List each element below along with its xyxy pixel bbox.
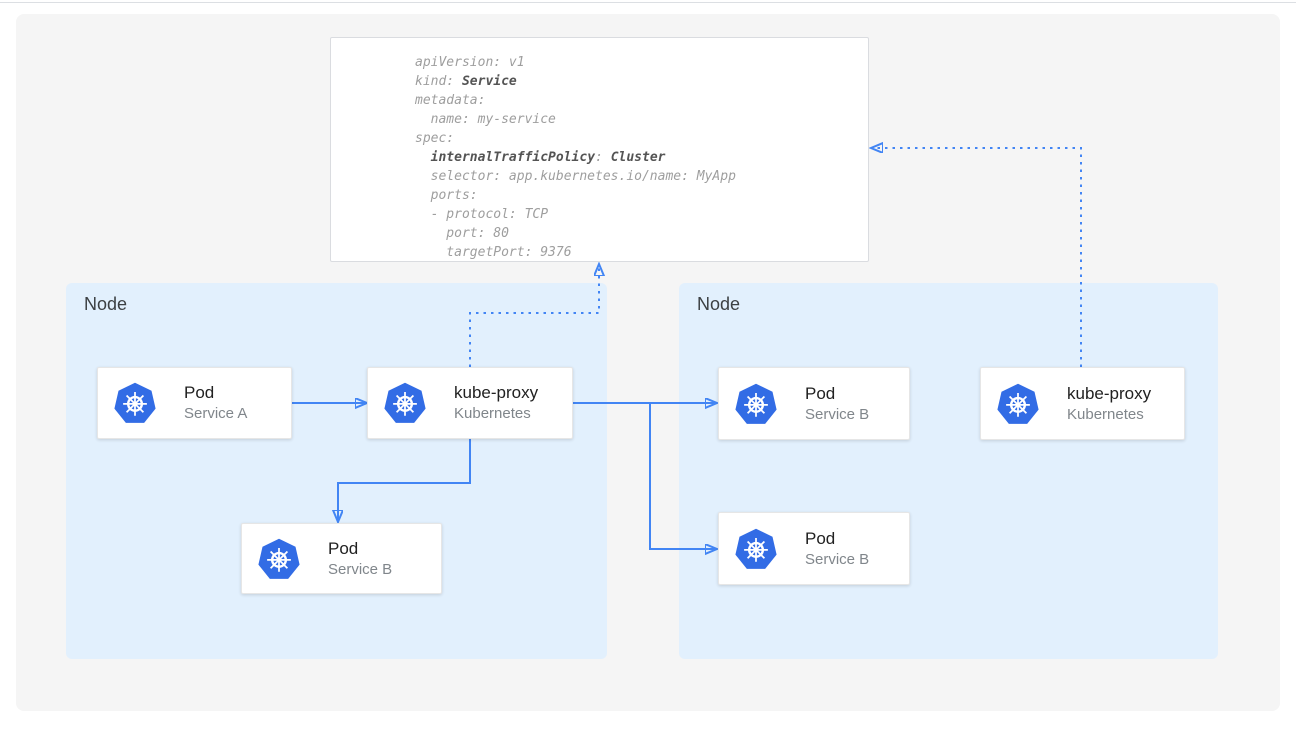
- pod-card-service-b-right-1: Pod Service B: [718, 367, 910, 440]
- dotted-arrow-left-kube-proxy-to-service: [469, 265, 599, 367]
- yaml-text-bold: internalTrafficPolicy: [430, 150, 596, 165]
- node-label: Node: [697, 294, 741, 314]
- kubernetes-icon: [113, 381, 157, 425]
- card-title: Pod: [328, 538, 359, 558]
- yaml-line: metadata:: [415, 91, 868, 110]
- node-box-left: Node Pod Service A kube-proxy Kubernetes…: [66, 283, 607, 659]
- yaml-line: apiVersion: v1: [415, 53, 868, 72]
- arrow-kube-proxy-to-right-pod-2: [649, 403, 716, 549]
- yaml-text: name: my-service: [415, 112, 556, 127]
- dotted-arrow-right-kube-proxy-to-service: [872, 148, 1082, 367]
- card-text: kube-proxy Kubernetes: [1067, 383, 1151, 425]
- yaml-line: spec:: [415, 129, 868, 148]
- pod-card-service-a: Pod Service A: [97, 367, 292, 439]
- card-subtitle: Service B: [805, 405, 870, 423]
- yaml-line: ports:: [415, 186, 868, 205]
- yaml-line: selector: app.kubernetes.io/name: MyApp: [415, 167, 868, 186]
- arrow-kube-proxy-to-left-pod-b: [338, 439, 471, 521]
- yaml-text: metadata:: [415, 93, 486, 108]
- card-subtitle: Service B: [328, 560, 393, 578]
- yaml-text-bold: Cluster: [610, 150, 666, 165]
- yaml-text: :: [595, 150, 611, 165]
- kubernetes-icon: [257, 537, 301, 581]
- card-text: Pod Service A: [184, 382, 247, 424]
- kubernetes-icon: [996, 382, 1040, 426]
- pod-card-service-b-right-2: Pod Service B: [718, 512, 910, 585]
- yaml-line: targetPort: 9376: [415, 243, 868, 262]
- pod-card-service-b-left: Pod Service B: [241, 523, 442, 594]
- kube-proxy-card-right: kube-proxy Kubernetes: [980, 367, 1185, 440]
- yaml-text: targetPort: 9376: [415, 245, 572, 260]
- card-title: Pod: [805, 528, 836, 548]
- card-text: Pod Service B: [805, 528, 869, 570]
- card-title: Pod: [805, 383, 836, 403]
- card-subtitle: Kubernetes: [1067, 405, 1144, 423]
- card-text: Pod Service B: [328, 538, 392, 580]
- node-label: Node: [84, 294, 128, 314]
- yaml-text: [415, 150, 431, 165]
- top-divider: [0, 2, 1296, 3]
- yaml-text: apiVersion: v1: [415, 55, 525, 70]
- card-title: kube-proxy: [454, 383, 539, 402]
- card-text: kube-proxy Kubernetes: [454, 382, 538, 424]
- kubernetes-icon: [383, 381, 427, 425]
- card-subtitle: Kubernetes: [454, 405, 531, 422]
- kubernetes-icon: [734, 527, 778, 571]
- kubernetes-icon: [734, 382, 778, 426]
- yaml-text: port: 80: [415, 226, 509, 241]
- yaml-text: ports:: [415, 188, 478, 203]
- yaml-line: kind: Service: [415, 72, 868, 91]
- node-box-right: Node Pod Service B Pod Service B kube-pr…: [679, 283, 1218, 659]
- yaml-text: - protocol: TCP: [415, 207, 549, 222]
- yaml-text: kind:: [415, 74, 462, 89]
- yaml-text: spec:: [415, 131, 455, 146]
- card-title: Pod: [184, 383, 215, 402]
- yaml-text-bold: Service: [461, 74, 517, 89]
- service-yaml-card: apiVersion: v1 kind: Service metadata: n…: [330, 37, 869, 262]
- kube-proxy-card-left: kube-proxy Kubernetes: [367, 367, 573, 439]
- yaml-line: internalTrafficPolicy: Cluster: [415, 148, 868, 167]
- yaml-code-block: apiVersion: v1 kind: Service metadata: n…: [331, 38, 868, 262]
- card-subtitle: Service A: [184, 405, 248, 422]
- yaml-line: name: my-service: [415, 110, 868, 129]
- card-title: kube-proxy: [1067, 383, 1152, 403]
- yaml-line: port: 80: [415, 224, 868, 243]
- card-subtitle: Service B: [805, 550, 870, 568]
- yaml-text: selector: app.kubernetes.io/name: MyApp: [415, 169, 736, 184]
- card-text: Pod Service B: [805, 383, 869, 425]
- yaml-line: - protocol: TCP: [415, 205, 868, 224]
